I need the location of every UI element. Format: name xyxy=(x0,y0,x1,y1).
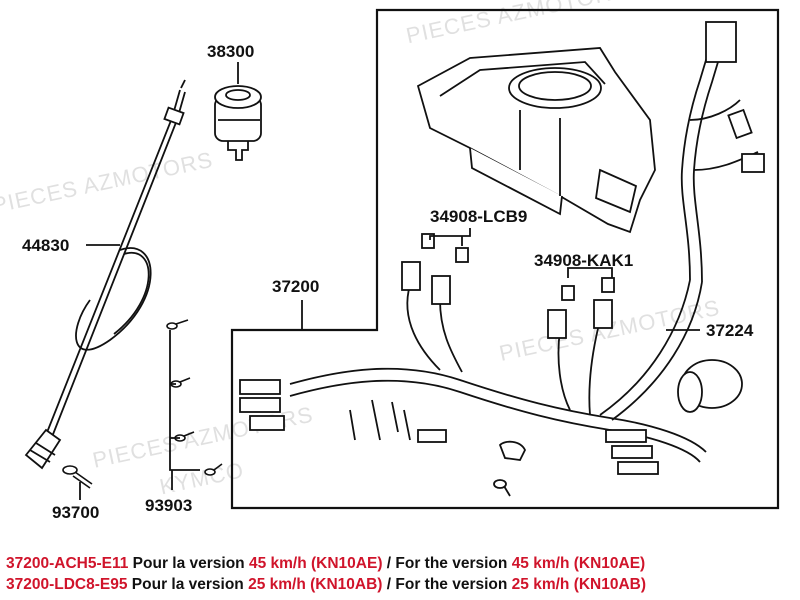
part-label-34908-kak1: 34908-KAK1 xyxy=(534,251,633,270)
part-label-34908-lcb9: 34908-LCB9 xyxy=(430,207,527,226)
speedometer-cable-drawing xyxy=(24,79,186,470)
part-label-38300: 38300 xyxy=(207,42,254,61)
note-speed: 45 km/h (KN10AE) xyxy=(248,555,383,572)
parts-diagram: PIECES AZMOTORS PIECES AZMOTORS KYMCO PI… xyxy=(0,0,780,522)
note-speed: 25 km/h (KN10AB) xyxy=(511,576,647,593)
version-notes: 37200-ACH5-E11 Pour la version 45 km/h (… xyxy=(6,553,796,595)
note-text: / For the version xyxy=(382,576,512,593)
harness-37200-drawing xyxy=(239,233,707,497)
note-speed: 25 km/h (KN10AB) xyxy=(248,576,383,593)
version-note: 37200-LDC8-E95 Pour la version 25 km/h (… xyxy=(6,574,796,595)
screw-93700-drawing xyxy=(62,465,93,489)
harness-37224-drawing xyxy=(599,21,765,421)
note-part-code: 37200-ACH5-E11 xyxy=(6,555,129,572)
watermark-text-2: PIECES AZMOTORS xyxy=(404,0,629,48)
version-note: 37200-ACH5-E11 Pour la version 45 km/h (… xyxy=(6,553,796,574)
part-label-93903: 93903 xyxy=(145,496,192,515)
watermark-text-1: PIECES AZMOTORS xyxy=(0,147,215,218)
note-text: Pour la version xyxy=(127,576,249,593)
note-speed: 45 km/h (KN10AE) xyxy=(511,555,646,572)
watermark-text-4: PIECES AZMOTORS xyxy=(90,402,315,473)
part-label-93700: 93700 xyxy=(52,503,99,522)
instrument-cluster-drawing xyxy=(416,47,656,234)
note-text: Pour la version xyxy=(128,555,249,572)
assembly-frame xyxy=(230,8,780,510)
note-part-code: 37200-LDC8-E95 xyxy=(6,576,128,593)
bracket-93903 xyxy=(169,330,200,471)
note-text: / For the version xyxy=(382,555,512,572)
ignition-switch-drawing xyxy=(214,85,262,161)
part-label-37224: 37224 xyxy=(706,321,754,340)
leader-34908-kak1 xyxy=(567,267,613,278)
leader-34908-lcb9 xyxy=(429,228,471,246)
part-label-37200: 37200 xyxy=(272,277,319,296)
part-label-44830: 44830 xyxy=(22,236,69,255)
